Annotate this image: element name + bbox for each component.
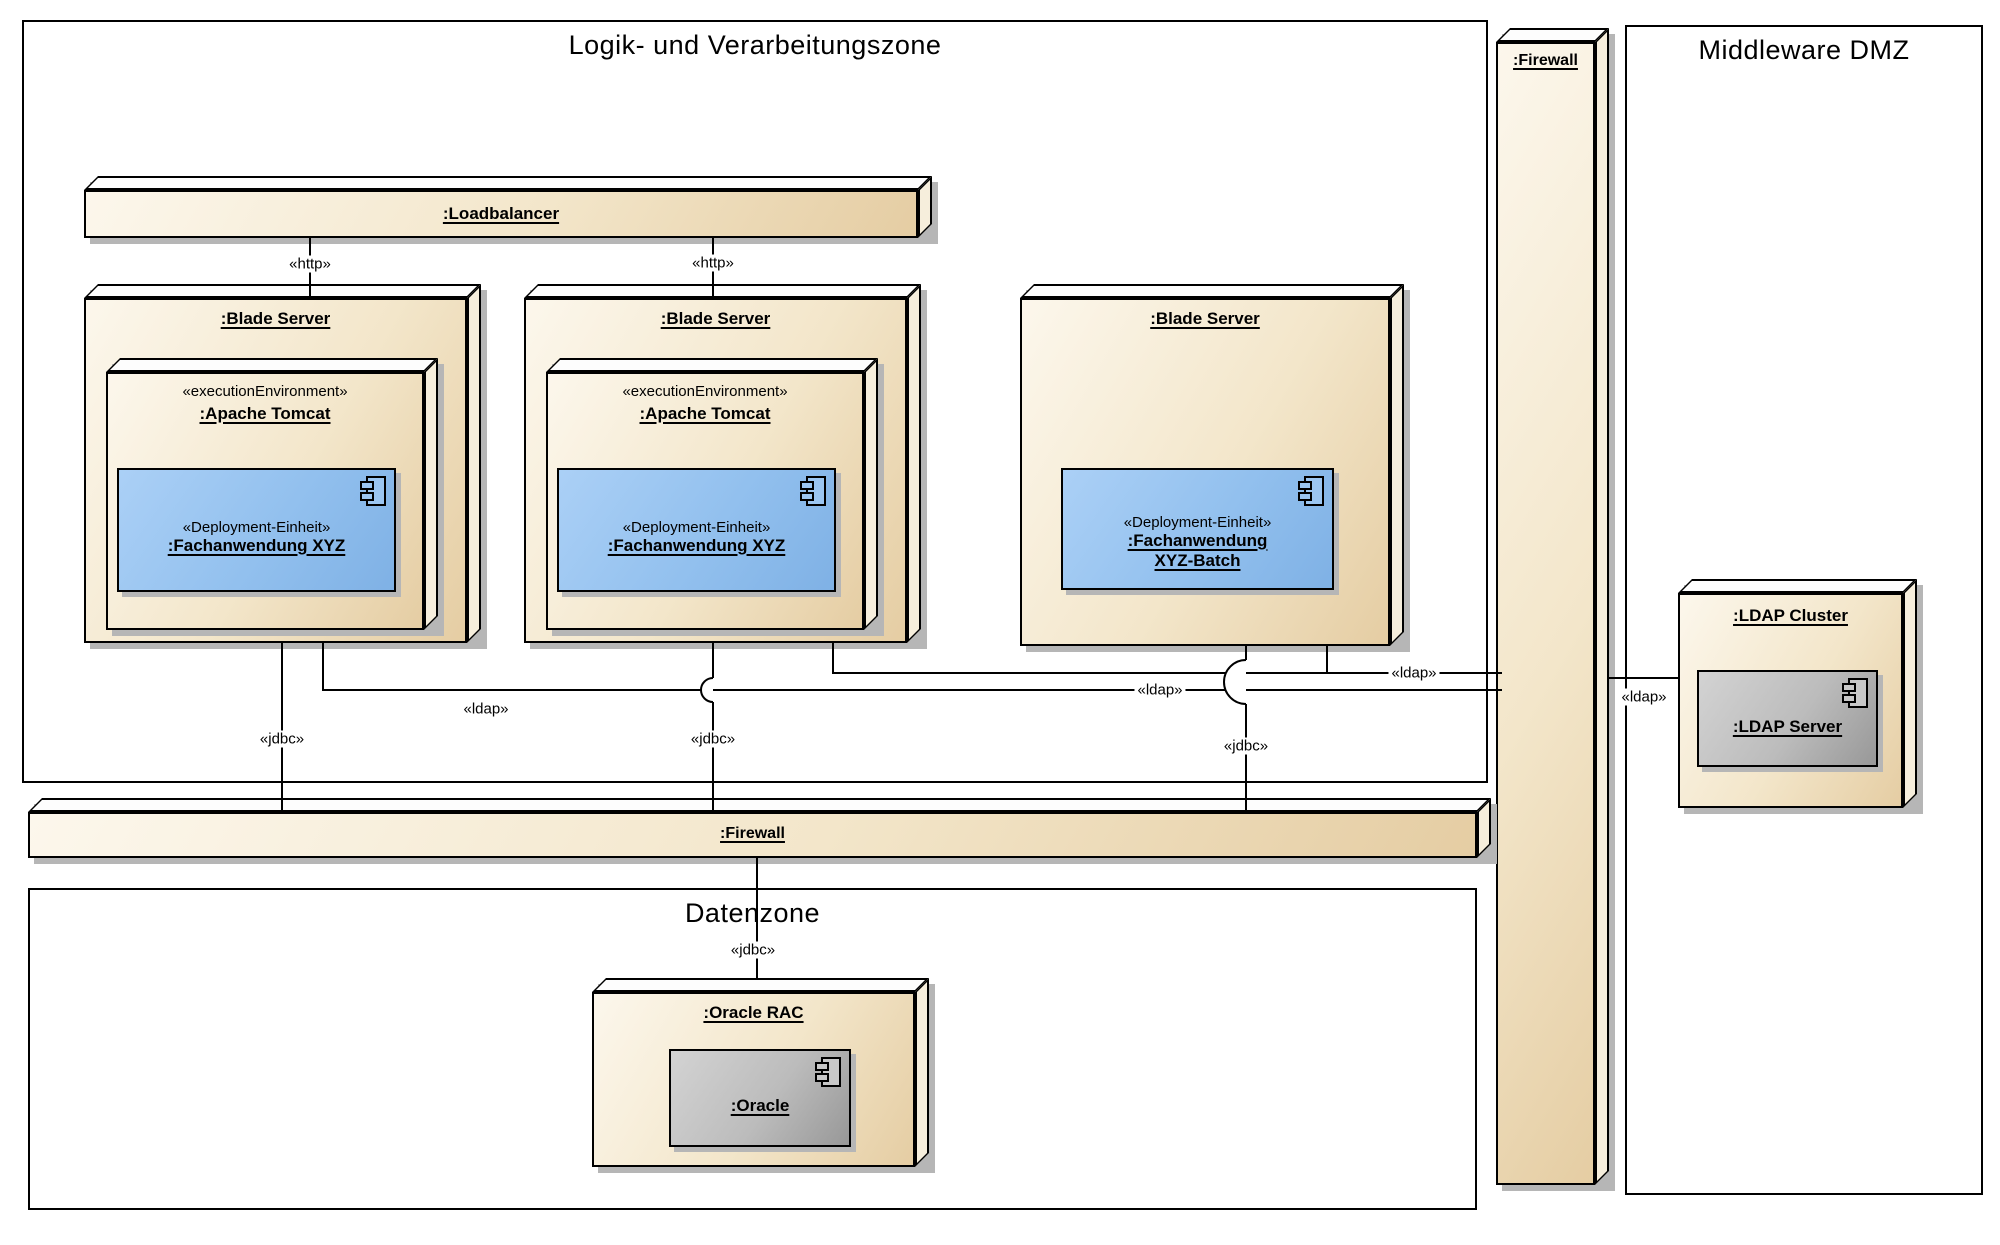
component-fachanwendung-xyz-2: «Deployment-Einheit» :Fachanwendung XYZ [557,468,836,592]
node-label: :Oracle RAC [703,1003,804,1022]
component-label: :LDAP Server [1732,716,1843,736]
connector-label-jdbc-3: «jdbc» [1220,737,1272,755]
node-label: :Blade Server [220,309,331,328]
zone-logik-title: Logik- und Verarbeitungszone [568,30,942,60]
component-ldap-server: :LDAP Server [1697,670,1878,767]
connector-label-ldap-2: «ldap» [1134,681,1186,699]
component-stereotype: «Deployment-Einheit» [182,518,331,536]
component-stereotype: «Deployment-Einheit» [1123,513,1272,531]
connector-label-http-1: «http» [286,255,334,273]
component-label: :Fachanwendung XYZ [607,535,786,555]
component-fachanwendung-xyz-1: «Deployment-Einheit» :Fachanwendung XYZ [117,468,396,592]
node-label: :Firewall [720,825,785,842]
node-label: :Firewall [1513,52,1578,69]
connector-label-jdbc-4: «jdbc» [727,941,779,959]
node-label: :Blade Server [1150,309,1260,328]
zone-middleware-dmz-title: Middleware DMZ [1698,35,1910,65]
component-label-line2: XYZ-Batch [1154,550,1241,570]
node-stereotype: «executionEnvironment» [622,383,788,400]
node-label: :Loadbalancer [442,204,560,223]
connector-label-jdbc-1: «jdbc» [256,730,308,748]
component-label-line1: :Fachanwendung [1127,530,1268,550]
connector-label-ldap-3: «ldap» [1388,664,1440,682]
node-stereotype: «executionEnvironment» [182,383,348,400]
component-oracle: :Oracle [669,1049,851,1147]
connector-label-ldap-4: «ldap» [1618,688,1670,706]
node-label: :Apache Tomcat [199,404,331,423]
uml-component-icon [1298,476,1324,511]
component-label: :Fachanwendung XYZ [167,535,346,555]
connector-label-jdbc-2: «jdbc» [687,730,739,748]
uml-component-icon [800,476,826,511]
node-label: :Apache Tomcat [639,404,771,423]
node-label: :LDAP Cluster [1733,606,1848,625]
connector-label-http-2: «http» [689,254,737,272]
zone-datenzone-title: Datenzone [684,898,821,928]
uml-component-icon [1842,678,1868,713]
node-label: :Blade Server [660,309,771,328]
connector-label-ldap-1: «ldap» [460,700,512,718]
uml-component-icon [360,476,386,511]
component-label: :Oracle [730,1096,790,1115]
component-fachanwendung-xyz-batch: «Deployment-Einheit» :Fachanwendung XYZ-… [1061,468,1334,590]
component-stereotype: «Deployment-Einheit» [622,518,771,536]
uml-component-icon [815,1057,841,1092]
